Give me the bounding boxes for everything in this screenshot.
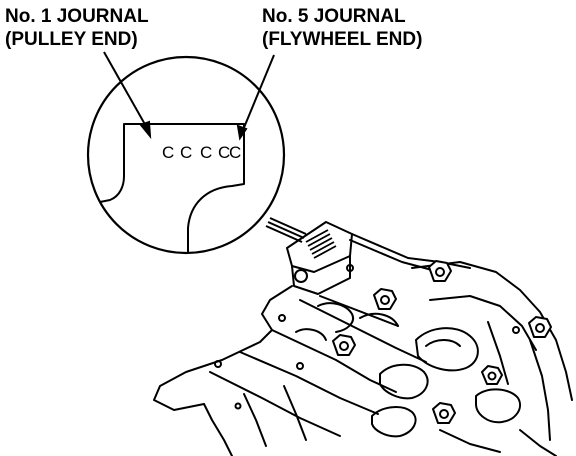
callout-no5-journal: No. 5 JOURNAL (FLYWHEEL END) — [262, 5, 422, 51]
journal-code-4: C — [218, 143, 230, 162]
arrowhead-no5 — [236, 124, 248, 141]
cam-housing-inner — [429, 295, 537, 351]
bolt-3 — [332, 334, 356, 356]
callout-no5-line2: (FLYWHEEL END) — [262, 29, 423, 50]
hole-b — [278, 314, 286, 322]
stamp-hatch — [305, 229, 337, 259]
stamp-pad-side — [291, 255, 351, 295]
cam-lobe-a — [415, 327, 479, 372]
journal-code-2: C — [180, 143, 192, 162]
left-flange — [153, 285, 293, 411]
bolts — [332, 260, 552, 424]
callout-no1-line1: No. 1 JOURNAL — [5, 6, 149, 27]
journal-code-5: C — [229, 143, 241, 162]
bolt-1 — [373, 288, 397, 310]
rail-bottom — [209, 371, 341, 437]
skirt-inner — [243, 385, 307, 447]
leader-no1 — [103, 51, 148, 129]
cam-lobe-d — [475, 388, 521, 424]
arrowhead-no1 — [139, 120, 152, 140]
hole-c — [214, 360, 222, 368]
bolt-6 — [432, 402, 456, 424]
callout-no1-line2: (PULLEY END) — [5, 29, 138, 50]
cam-lobe-a-inner — [425, 339, 461, 347]
journal-code-1: C — [162, 143, 174, 162]
hole-d — [296, 362, 304, 370]
rail-mid — [271, 329, 397, 393]
bolt-4 — [528, 316, 552, 338]
saddle-1 — [317, 302, 354, 333]
journal-code-3: C — [200, 143, 212, 162]
inset-block-edge — [88, 123, 245, 253]
magnify-pointer — [265, 217, 307, 243]
magnifier-circle — [86, 55, 286, 255]
leader-no5 — [242, 54, 275, 131]
hole-e — [512, 326, 520, 334]
right-web — [487, 321, 551, 441]
rail-low — [239, 351, 379, 415]
lower-skirt — [203, 403, 233, 456]
cam-housing-top — [411, 261, 573, 401]
leader-lines — [103, 51, 275, 141]
hole-f — [234, 402, 242, 410]
cam-lobe-c — [371, 406, 417, 438]
bolt-2 — [428, 260, 452, 282]
lower-right-edge — [439, 429, 557, 456]
bolt-5 — [481, 365, 503, 385]
callout-no1-journal: No. 1 JOURNAL (PULLEY END) — [5, 5, 149, 51]
engine-block — [153, 221, 573, 456]
saddle-3 — [359, 312, 399, 327]
deck-top-line — [351, 233, 471, 269]
pad-bolt-hole — [294, 269, 308, 283]
cam-lobe-b — [379, 363, 429, 400]
callout-no5-line1: No. 5 JOURNAL — [262, 6, 406, 27]
rail-upper — [299, 299, 427, 363]
saddle-2 — [295, 328, 327, 341]
hole-a — [346, 264, 354, 272]
